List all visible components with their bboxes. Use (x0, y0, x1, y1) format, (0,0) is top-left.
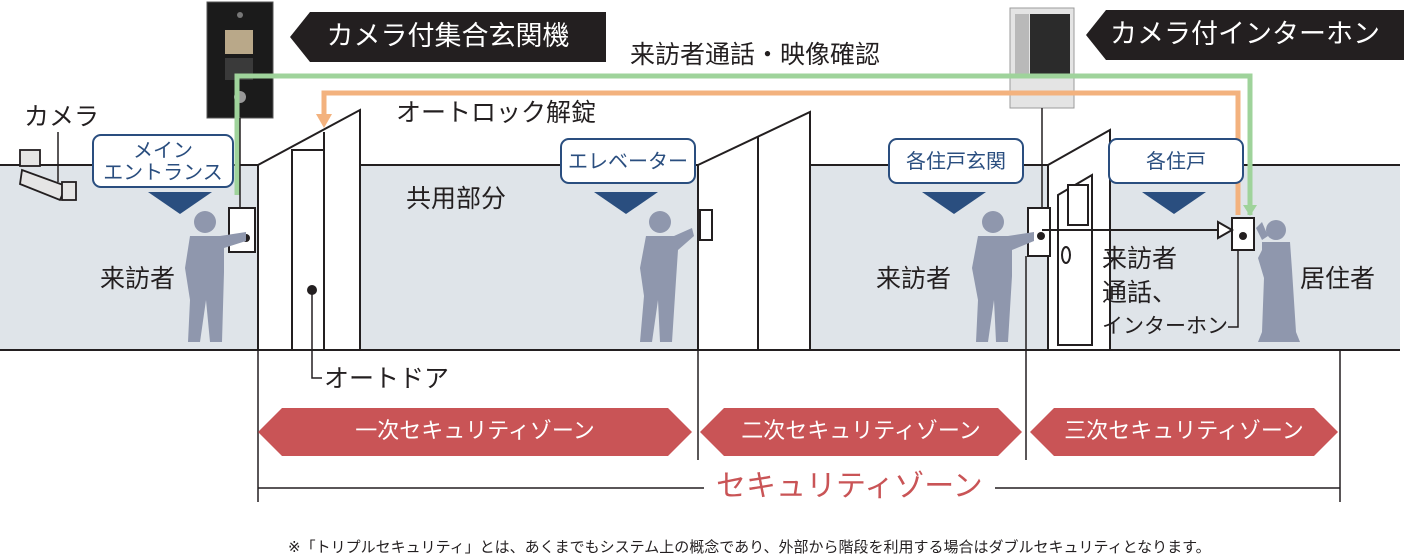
elevator-drawing (697, 110, 811, 351)
resident-figure (1256, 220, 1300, 342)
overall-security-zone-label: セキュリティゾーン (704, 472, 995, 502)
visitor-figure-right (972, 211, 1034, 342)
visitor-call-line2: 通話、 (1102, 278, 1178, 307)
second-security-zone: 二次セキュリティゾーン (700, 408, 1022, 456)
main-entrance-line2: エントランス (103, 160, 223, 184)
visitor-call-line1: 来訪者 (1102, 244, 1178, 273)
main-entrance-line1: メイン (133, 138, 193, 162)
pointer-unit (1142, 192, 1206, 214)
visitor-label-right: 来訪者 (876, 264, 952, 293)
camera-intercom-banner: カメラ付インターホン (1086, 10, 1404, 60)
visitor-call-line3: インターホン (1102, 314, 1228, 338)
unit-entrance-tag: 各住戸玄関 (888, 138, 1024, 184)
first-security-zone: 一次セキュリティゾーン (258, 408, 692, 456)
auto-door-leader (311, 290, 322, 379)
auto-door-label: オートドア (324, 364, 450, 393)
video-line-arrow (1243, 205, 1257, 216)
third-security-zone: 三次セキュリティゾーン (1030, 408, 1338, 456)
autolock-label: オートロック解錠 (396, 98, 597, 127)
unit-tag: 各住戸 (1108, 138, 1244, 184)
unlock-line-arrow (316, 114, 332, 128)
elevator-tag: エレベーター (560, 138, 696, 184)
camera-drawing (19, 149, 77, 202)
visitor-figure-left (185, 211, 246, 342)
call-leader (1228, 250, 1239, 328)
visitor-figure-elevator (640, 211, 694, 342)
visitor-label-left: 来訪者 (100, 264, 176, 293)
resident-label: 居住者 (1300, 264, 1376, 293)
pointer-unit-entrance (922, 192, 986, 214)
call-arrow-head (1217, 220, 1235, 240)
camera-label: カメラ (24, 102, 100, 131)
unit-entrance-wall-panel (1027, 207, 1051, 257)
entrance-wall-panel (228, 207, 256, 253)
auto-door-drawing (257, 108, 361, 351)
pointer-main-entrance (148, 192, 212, 214)
main-entrance-tag: メイン エントランス (92, 134, 234, 188)
entrance-panel-device (206, 1, 274, 119)
pointer-elevator (594, 192, 658, 214)
camera-entrance-banner: カメラ付集合玄関機 (290, 12, 606, 62)
footnote: ※「トリプルセキュリティ」とは、あくまでもシステム上の概念であり、外部から階段を… (288, 538, 1211, 556)
unit-door-drawing (1047, 128, 1111, 351)
common-area-label: 共用部分 (406, 184, 507, 213)
video-line (234, 73, 1253, 215)
video-call-label: 来訪者通話・映像確認 (630, 40, 881, 69)
